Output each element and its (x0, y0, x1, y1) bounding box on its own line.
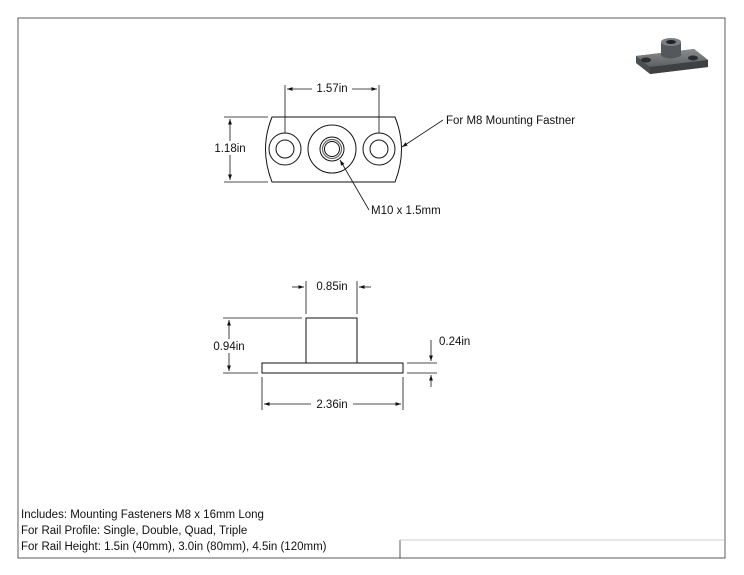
note-includes: Includes: Mounting Fasteners M8 x 16mm L… (21, 509, 264, 521)
isometric-part-icon (636, 38, 708, 74)
top-view-holes (268, 132, 396, 166)
sheet-border (17, 17, 726, 559)
note-rail-profile: For Rail Profile: Single, Double, Quad, … (21, 525, 248, 537)
leader-fastener (401, 119, 444, 148)
top-view-outline (265, 116, 402, 183)
drawing-notes: Includes: Mounting Fasteners M8 x 16mm L… (21, 507, 401, 555)
side-view-outline (261, 317, 404, 374)
total-height-label: 0.94in (213, 341, 244, 353)
leader-thread (339, 159, 370, 211)
flange-thickness-label: 0.24in (439, 336, 470, 348)
height-dim-label: 1.18in (214, 143, 245, 155)
dim-flange-thickness (407, 340, 437, 387)
base-width-label: 2.36in (316, 399, 347, 411)
note-rail-height: For Rail Height: 1.5in (40mm), 3.0in (80… (21, 541, 327, 553)
thread-callout: M10 x 1.5mm (371, 205, 441, 217)
boss-width-label: 0.85in (316, 281, 347, 293)
fastener-callout: For M8 Mounting Fastner (446, 115, 575, 127)
dim-boss-width (292, 281, 371, 314)
threaded-hole (307, 124, 357, 174)
width-dim-label: 1.57in (316, 83, 347, 95)
